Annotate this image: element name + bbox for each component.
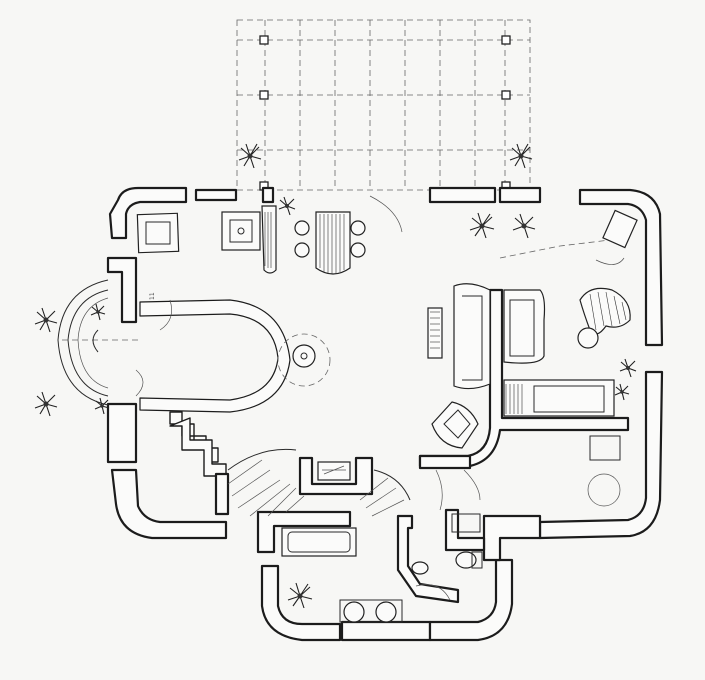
interior-walls bbox=[135, 195, 630, 604]
plant-icon bbox=[94, 397, 110, 415]
bar-stool bbox=[294, 242, 310, 258]
pergola-post-icon bbox=[259, 90, 269, 100]
plant-icon bbox=[34, 391, 58, 417]
desk bbox=[579, 287, 631, 335]
bar-stool bbox=[350, 220, 366, 236]
plant-icon bbox=[469, 212, 495, 239]
plant-icon bbox=[34, 307, 58, 333]
pergola-terrace bbox=[236, 19, 531, 191]
plant-icon bbox=[512, 213, 536, 239]
bar-stool bbox=[294, 220, 310, 236]
fireplace-icon bbox=[317, 461, 351, 481]
pergola-post-icon bbox=[501, 90, 511, 100]
toilet bbox=[455, 551, 477, 569]
chair bbox=[577, 327, 599, 349]
armchair bbox=[431, 401, 479, 449]
sheet-note: 11 bbox=[149, 292, 156, 300]
plant-icon bbox=[614, 383, 630, 401]
dining-area: 11 bbox=[149, 292, 331, 387]
washbasin bbox=[343, 601, 365, 623]
bathtub bbox=[281, 527, 357, 557]
plant-icon bbox=[278, 196, 296, 216]
bay-window bbox=[57, 279, 140, 406]
plants bbox=[34, 143, 637, 609]
exterior-walls bbox=[106, 186, 664, 642]
plant-icon bbox=[509, 143, 533, 169]
pergola-post-icon bbox=[501, 35, 511, 45]
pergola-post-icon bbox=[259, 35, 269, 45]
bed bbox=[503, 379, 615, 417]
coffee-table bbox=[427, 307, 443, 359]
kitchen bbox=[136, 205, 366, 275]
bar-stool bbox=[350, 242, 366, 258]
plant-icon bbox=[238, 143, 262, 169]
bathroom bbox=[281, 513, 483, 623]
spiral-stair bbox=[227, 448, 411, 517]
living-room bbox=[427, 283, 546, 449]
plant-icon bbox=[90, 303, 106, 321]
study-room bbox=[503, 209, 638, 507]
washbasin bbox=[375, 601, 397, 623]
plant-icon bbox=[287, 582, 313, 609]
plant-icon bbox=[619, 358, 637, 378]
